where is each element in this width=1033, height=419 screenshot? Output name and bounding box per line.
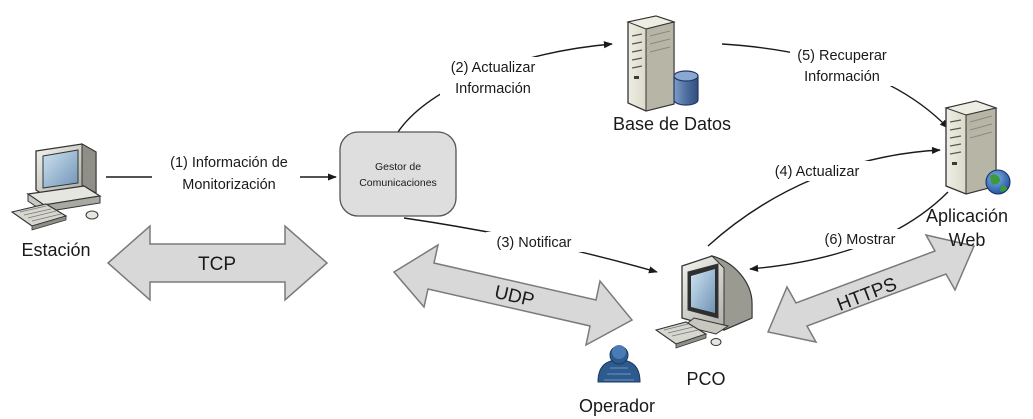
operador-label: Operador — [579, 396, 655, 416]
flow-5-label-line2: Información — [804, 69, 880, 85]
flow-3-label: (3) Notificar — [497, 235, 572, 251]
flow-1-label-line2: Monitorización — [182, 177, 276, 193]
web-server-icon — [944, 100, 1011, 195]
aplicacion-label-line1: Aplicación — [926, 206, 1008, 226]
https-protocol-arrow — [766, 233, 976, 344]
flow-2-label-line1: (2) Actualizar — [451, 60, 536, 76]
tcp-label: TCP — [198, 254, 236, 275]
workstation-computer-icon — [654, 255, 753, 349]
database-server-icon — [626, 15, 699, 112]
gestor-label-line1: Gestor de — [375, 161, 421, 173]
desktop-computer-icon — [10, 143, 102, 231]
gestor-label-line2: Comunicaciones — [359, 177, 437, 189]
flow-4-label: (4) Actualizar — [775, 164, 860, 180]
udp-protocol-arrow — [392, 243, 634, 347]
flow-2-label-line2: Información — [455, 81, 531, 97]
flow-1-label-line1: (1) Información de — [170, 155, 288, 171]
estacion-label: Estación — [21, 240, 90, 260]
gestor-box — [339, 131, 457, 217]
pco-label: PCO — [686, 369, 725, 389]
base-datos-label: Base de Datos — [613, 114, 731, 134]
person-icon — [597, 345, 641, 383]
gestor-node: Gestor de Comunicaciones — [339, 131, 457, 217]
flow-6-label: (6) Mostrar — [825, 232, 896, 248]
tcp-protocol-arrow — [106, 224, 329, 302]
aplicacion-label-line2: Web — [949, 230, 986, 250]
flow-5-label-line1: (5) Recuperar — [797, 48, 887, 64]
